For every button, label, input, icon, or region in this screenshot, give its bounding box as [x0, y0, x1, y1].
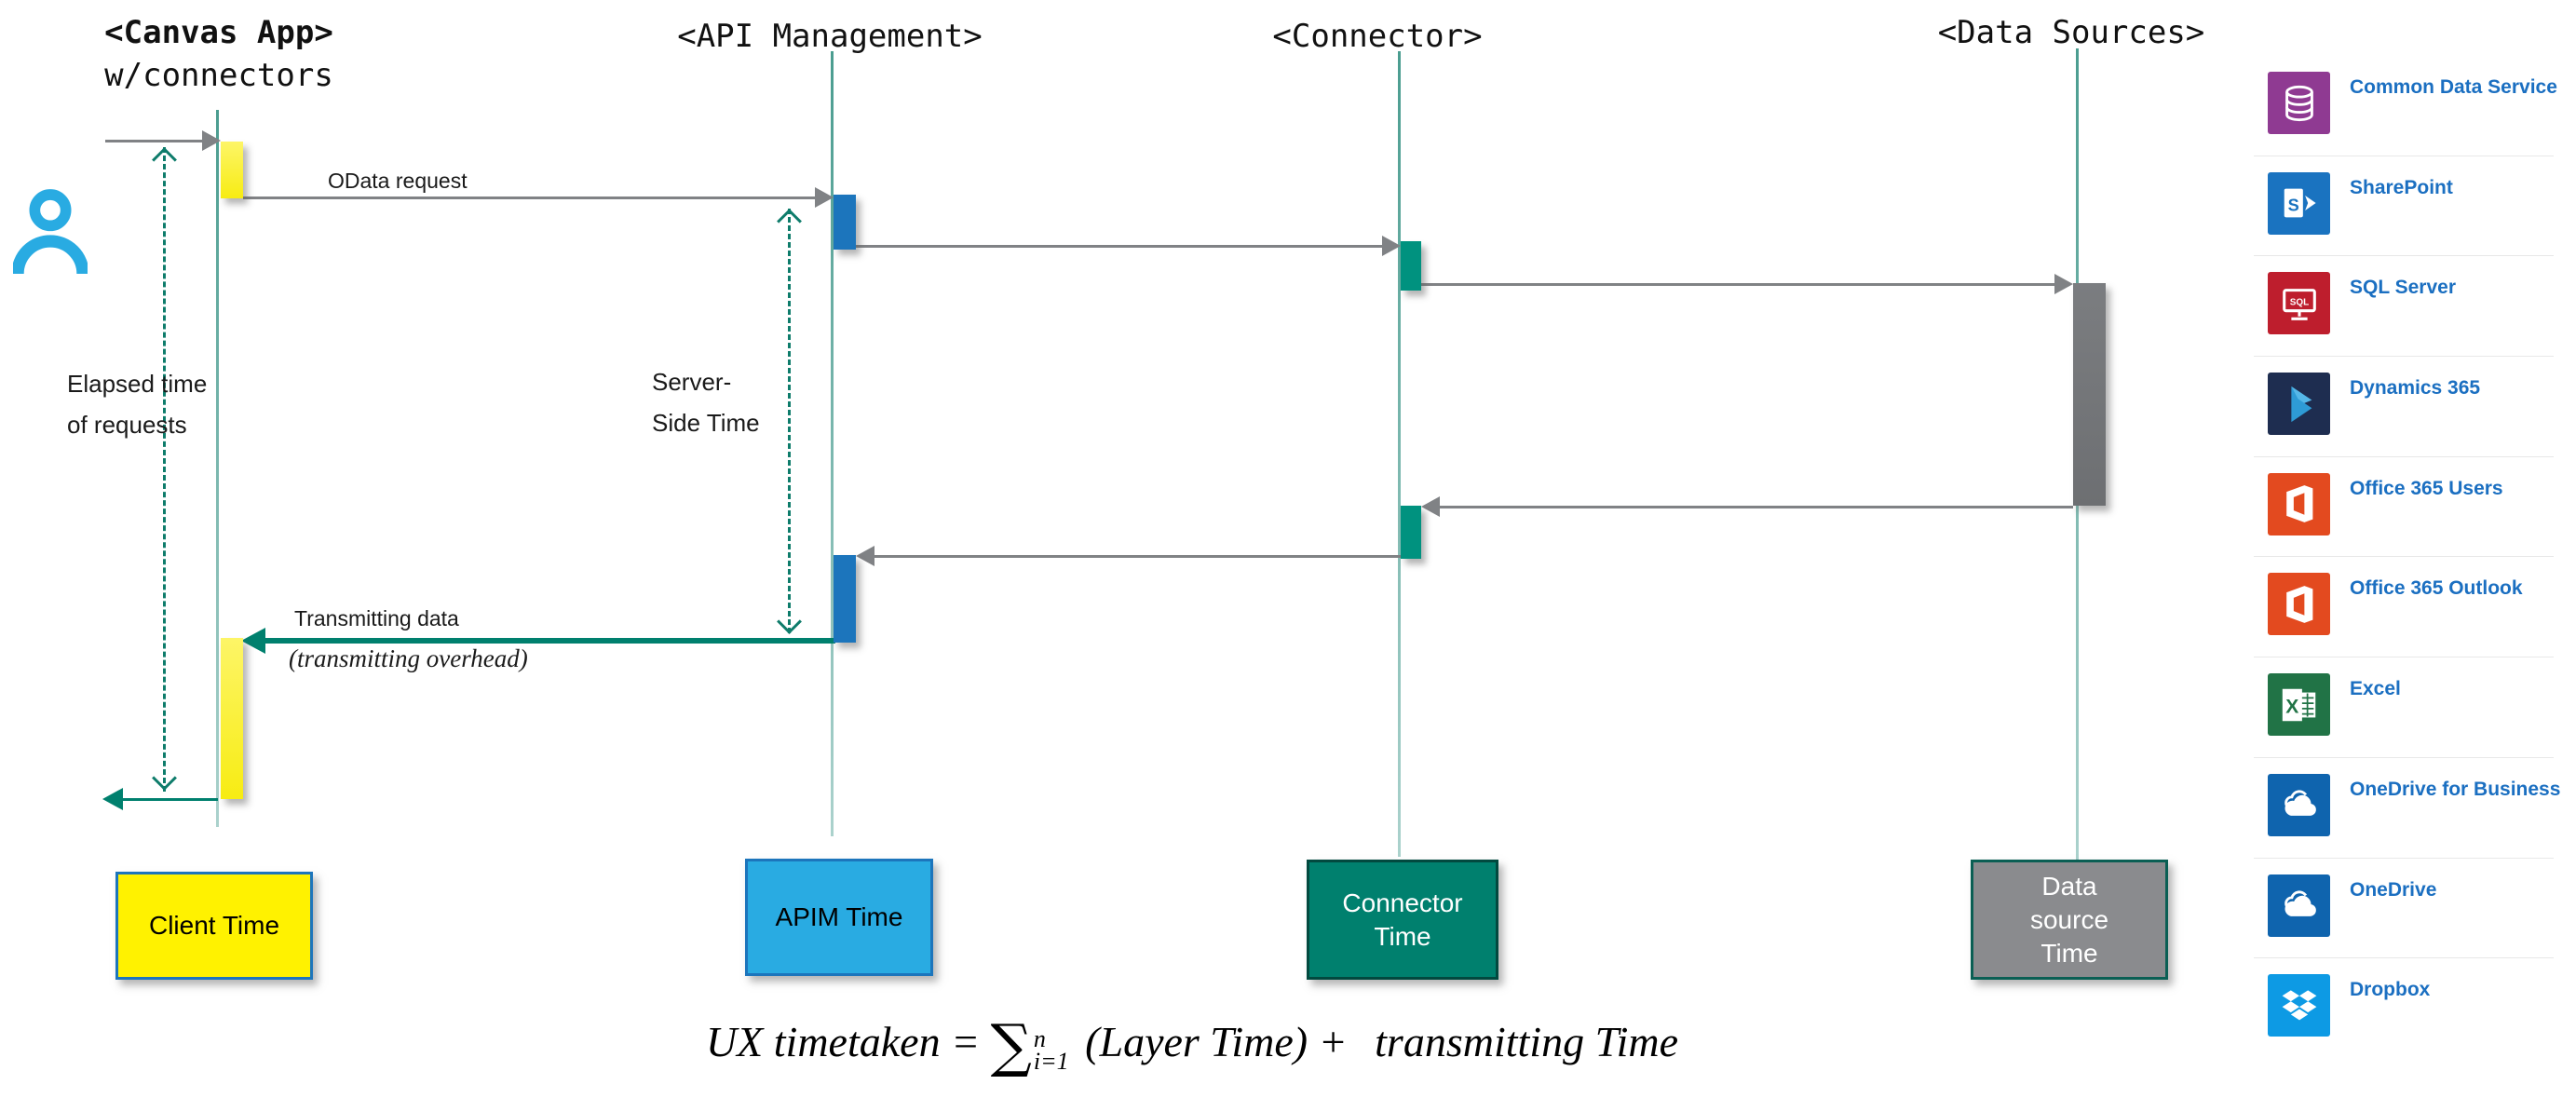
transmitting-data-label: Transmitting data	[294, 606, 459, 630]
elapsed-time-label: Elapsed time of requests	[67, 370, 208, 439]
sharepoint-icon: S	[2268, 171, 2330, 235]
actor-canvas-app: <Canvas App> w/connectors	[37, 11, 400, 97]
client-activation-bar-2	[221, 638, 243, 799]
final-response-arrowhead-icon	[102, 788, 123, 810]
elapsed-arrowhead-down-icon	[152, 766, 177, 791]
lifeline-canvas-app	[216, 110, 219, 827]
excel-icon: X	[2268, 673, 2330, 737]
connector-label: Dropbox	[2350, 979, 2431, 1001]
datasource-activation-bar	[2073, 283, 2106, 506]
connector-label: Excel	[2350, 678, 2401, 700]
dropbox-icon	[2268, 974, 2330, 1037]
connector-label: SharePoint	[2350, 176, 2453, 198]
onedrive-for-business-icon	[2268, 773, 2330, 836]
connector-label: OneDrive for Business	[2350, 778, 2561, 800]
legend-datasource-time: Data source Time	[1971, 860, 2168, 980]
connector-label: Common Data Service	[2350, 76, 2557, 98]
legend-client-time: Client Time	[115, 872, 313, 980]
actor-canvas-app-title: <Canvas App>	[104, 14, 333, 51]
sidebar-item-onedrive[interactable]: OneDrive	[2228, 857, 2574, 958]
sum-symbol: ∑	[990, 1011, 1032, 1079]
lifeline-connector	[1398, 51, 1401, 857]
sidebar-item-sql-server[interactable]: SQL SQL Server	[2228, 255, 2574, 356]
sidebar-item-dynamics-365[interactable]: Dynamics 365	[2228, 356, 2574, 456]
sql-server-icon: SQL	[2268, 272, 2330, 335]
connector-activation-bar-1	[1401, 241, 1421, 291]
actor-data-sources: <Data Sources>	[1937, 14, 2205, 51]
actor-canvas-app-subtitle: w/connectors	[104, 57, 333, 94]
apim-to-connector-line	[856, 245, 1384, 248]
svg-text:X: X	[2285, 696, 2298, 717]
dynamics-365-icon	[2268, 373, 2330, 436]
server-side-dashed-arrow	[788, 209, 791, 633]
transmitting-data-arrowhead-icon	[241, 628, 265, 654]
transmitting-overhead-label: (transmitting overhead)	[289, 644, 528, 672]
connector-return-line	[873, 555, 1401, 558]
sidebar-item-sharepoint[interactable]: S SharePoint	[2228, 155, 2574, 256]
datasource-return-arrowhead-icon	[1421, 496, 1440, 517]
lifeline-api-management	[831, 51, 834, 836]
connector-label: Office 365 Outlook	[2350, 577, 2523, 600]
odata-request-arrowhead-icon	[815, 187, 834, 208]
elapsed-time-dashed-arrow	[163, 147, 166, 792]
sidebar-item-office-365-outlook[interactable]: Office 365 Outlook	[2228, 556, 2574, 657]
connector-to-datasource-arrowhead-icon	[2054, 274, 2073, 294]
connector-return-arrowhead-icon	[856, 546, 874, 566]
common-data-service-icon	[2268, 72, 2330, 134]
transmitting-data-line	[265, 638, 835, 644]
connector-label: Dynamics 365	[2350, 377, 2481, 400]
sidebar-item-dropbox[interactable]: Dropbox	[2228, 957, 2574, 1058]
server-side-arrowhead-down-icon	[777, 609, 802, 634]
connector-activation-bar-2	[1401, 506, 1421, 559]
server-side-time-label: Server- Side Time	[652, 368, 760, 437]
onedrive-icon	[2268, 874, 2330, 937]
actor-api-management: <API Management>	[677, 18, 983, 55]
apim-to-connector-arrowhead-icon	[1382, 236, 1401, 256]
client-activation-bar-1	[221, 142, 243, 198]
sidebar-item-common-data-service[interactable]: Common Data Service	[2228, 55, 2574, 156]
sidebar-item-office-365-users[interactable]: Office 365 Users	[2228, 455, 2574, 557]
entry-request-line	[105, 140, 204, 142]
connector-label: OneDrive	[2350, 878, 2437, 901]
odata-request-line	[243, 197, 817, 199]
actor-connector: <Connector>	[1272, 18, 1483, 55]
user-person-icon	[11, 186, 89, 282]
connector-label: SQL Server	[2350, 277, 2457, 299]
elapsed-arrowhead-up-icon	[152, 147, 177, 172]
entry-request-arrowhead-icon	[202, 130, 221, 151]
legend-connector-time: Connector Time	[1307, 860, 1498, 980]
connector-to-datasource-line	[1421, 283, 2056, 286]
final-response-line	[123, 798, 218, 801]
odata-request-label: OData request	[328, 169, 468, 193]
office-365-users-icon	[2268, 472, 2330, 535]
office-365-outlook-icon	[2268, 573, 2330, 636]
datasource-return-line	[1438, 506, 2073, 508]
apim-activation-bar-2	[834, 555, 856, 643]
svg-text:S: S	[2287, 197, 2298, 215]
sidebar-item-onedrive-for-business[interactable]: OneDrive for Business	[2228, 756, 2574, 858]
svg-text:SQL: SQL	[2289, 297, 2308, 307]
server-side-arrowhead-up-icon	[777, 209, 802, 234]
apim-activation-bar-1	[834, 195, 856, 250]
legend-apim-time: APIM Time	[745, 859, 933, 976]
data-sources-sidebar: Common Data Service S SharePoint SQL SQL…	[2228, 55, 2574, 1058]
sidebar-item-excel[interactable]: X Excel	[2228, 657, 2574, 757]
connector-label: Office 365 Users	[2350, 477, 2503, 499]
